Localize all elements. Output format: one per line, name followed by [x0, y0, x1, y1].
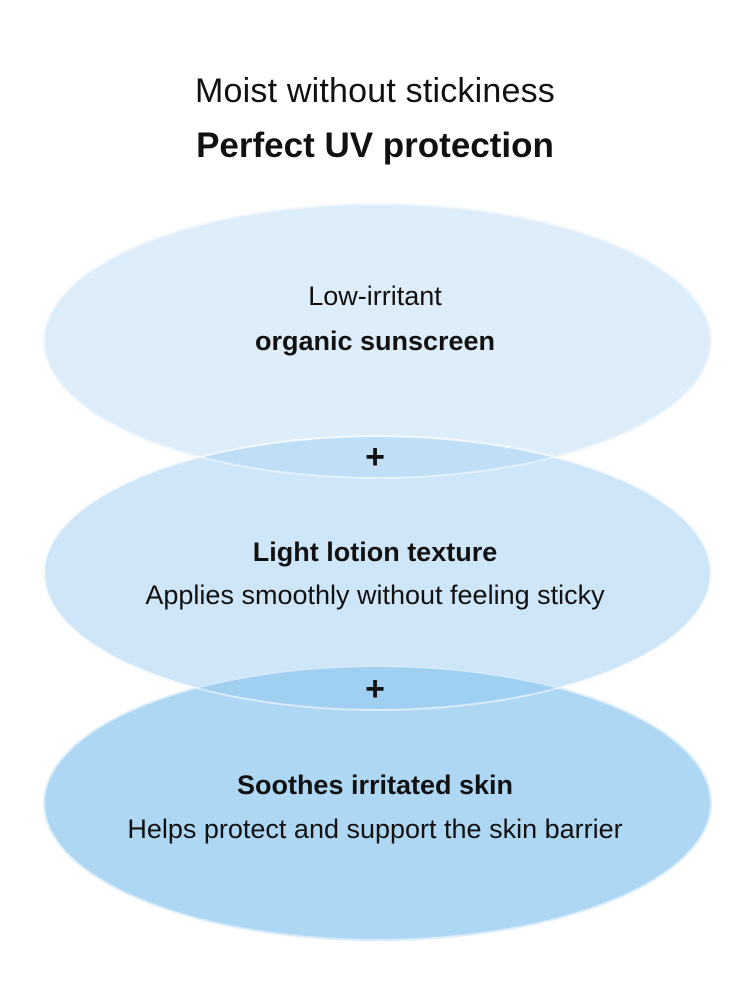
feature-2-title: Light lotion texture — [252, 537, 498, 567]
headline-light: Moist without stickiness — [194, 72, 556, 110]
feature-ellipse-soothing — [43, 665, 712, 941]
feature-1-title: Low-irritant — [308, 281, 442, 311]
headline-bold: Perfect UV protection — [196, 126, 554, 165]
feature-3-title: Soothes irritated skin — [236, 770, 514, 800]
feature-1-subtitle: organic sunscreen — [254, 326, 496, 356]
plus-icon: + — [365, 438, 385, 476]
feature-2-subtitle: Applies smoothly without feeling sticky — [145, 580, 605, 610]
plus-icon: + — [365, 670, 385, 708]
feature-3-subtitle: Helps protect and support the skin barri… — [127, 814, 623, 844]
feature-ellipse-organic-sunscreen — [43, 203, 712, 479]
